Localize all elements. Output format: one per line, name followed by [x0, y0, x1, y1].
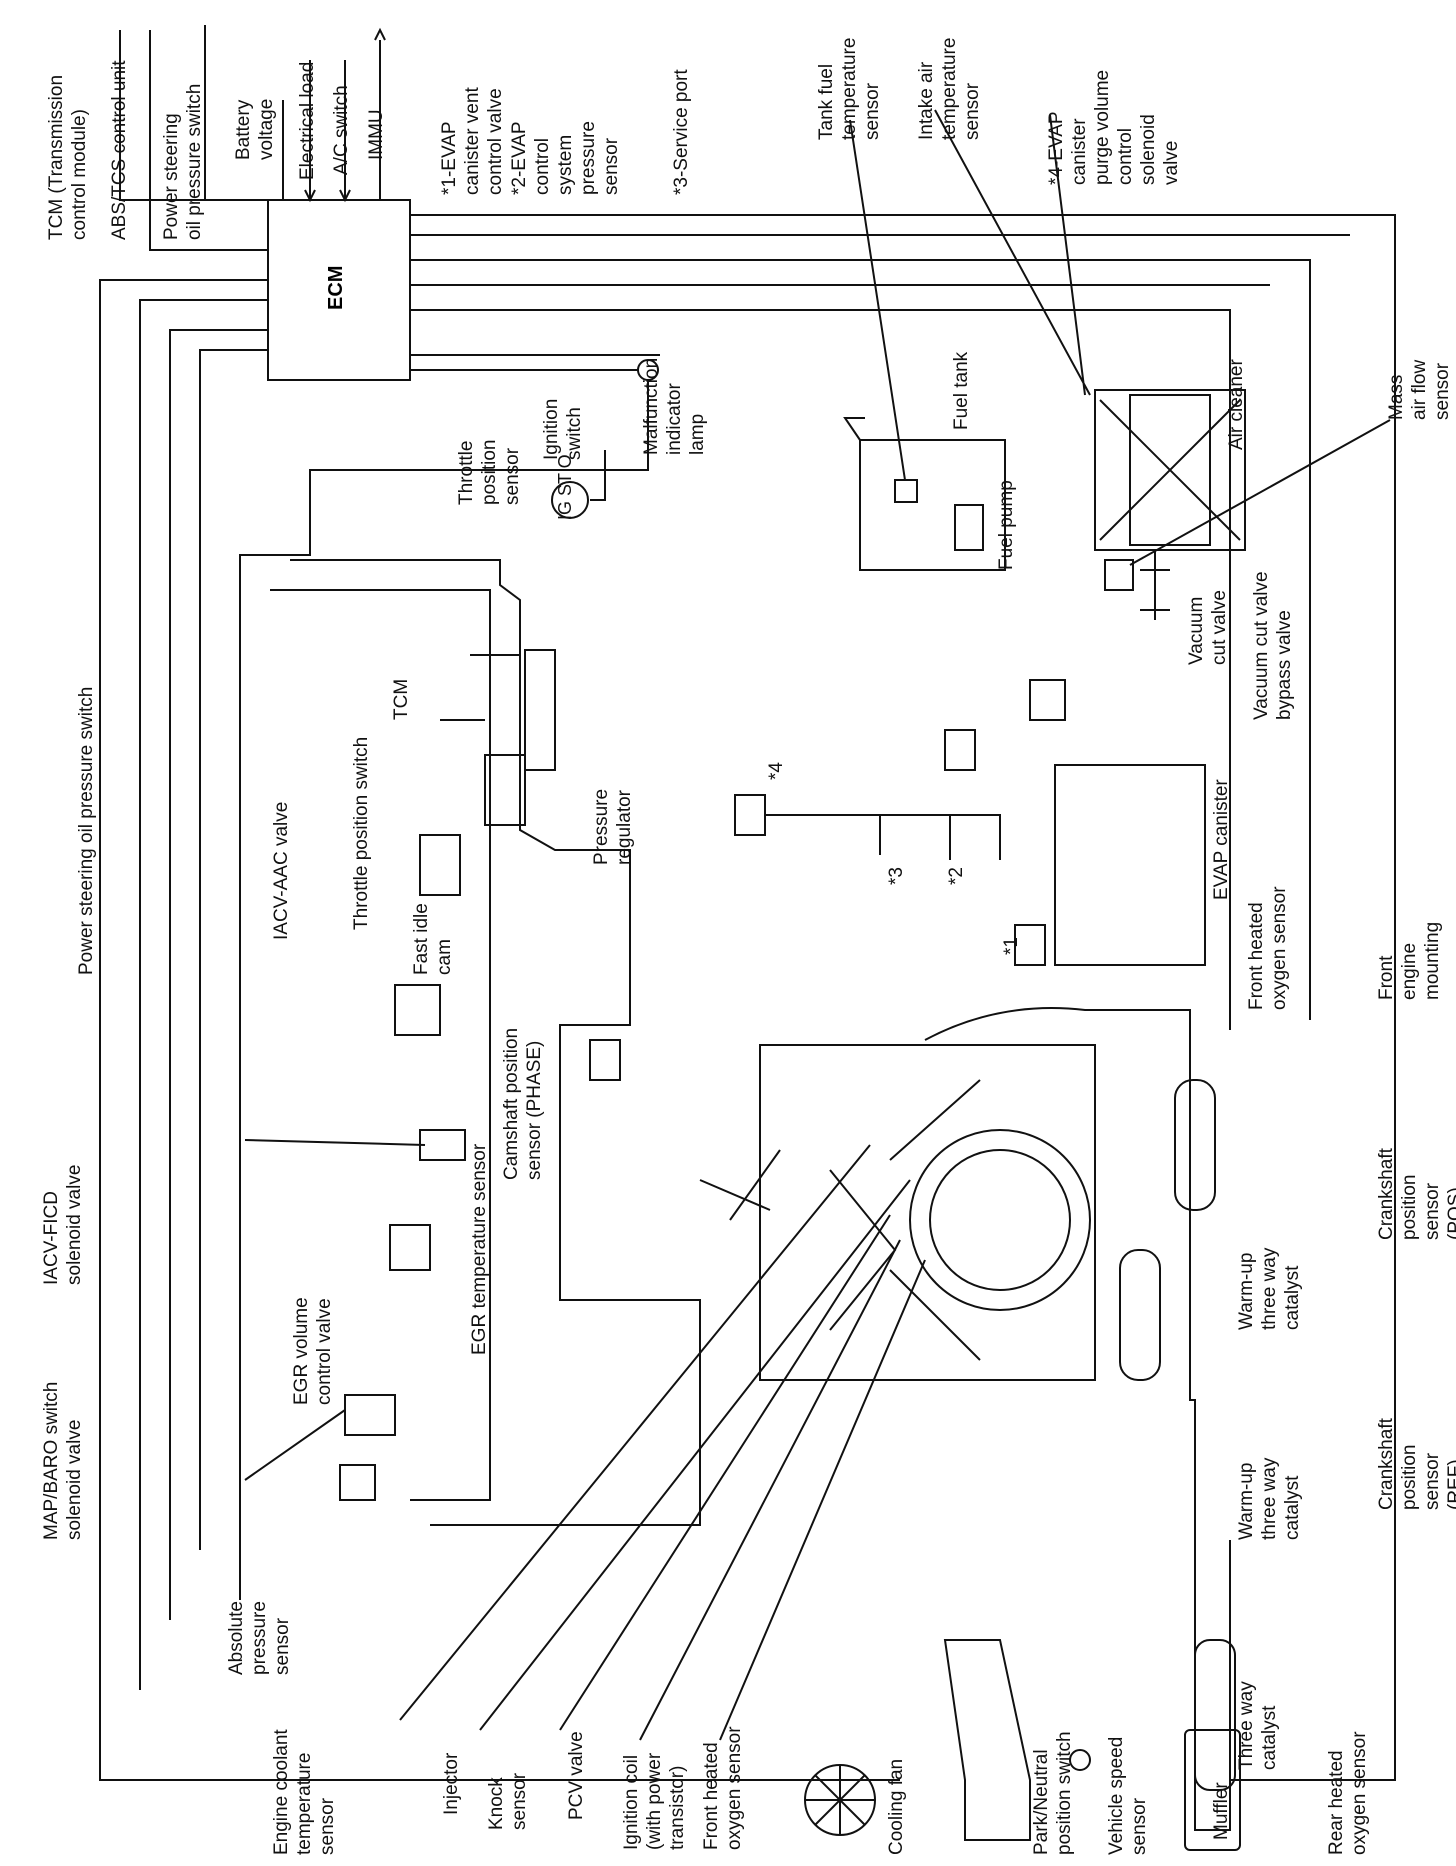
fuel-pump	[954, 504, 984, 551]
iacv-aac-valve	[394, 984, 441, 1036]
fuel-tank-label: Fuel tank	[951, 351, 972, 430]
egr-valve-label: EGR volume control valve	[291, 1297, 335, 1405]
ckp-ref-label: Crankshaft position sensor (REF)	[1376, 1418, 1456, 1510]
tank-fuel-temp-label: Tank fuel temperature sensor	[816, 37, 883, 140]
vacuum-cut-label: Vacuum cut valve	[1186, 590, 1230, 665]
bus-left-1	[99, 279, 900, 1781]
star2-label: *2	[946, 867, 967, 885]
evap-purge-valve	[734, 794, 766, 836]
tcm-line	[119, 30, 268, 201]
front-o2-bottom-label: Front heated oxygen sensor	[701, 1726, 745, 1850]
muffler-box	[1184, 1729, 1241, 1851]
ignition-switch-label: Ignition switch	[541, 398, 585, 460]
evap1-label: *1-EVAP canister vent control valve	[439, 87, 506, 195]
bus-1	[410, 214, 1396, 1781]
star4-label: *4	[766, 762, 787, 780]
map-baro-label: MAP/BARO switch solenoid valve	[41, 1381, 85, 1540]
battery-label: Battery voltage	[233, 98, 277, 160]
ac-switch-label: A/C switch	[331, 85, 352, 175]
crank-circle	[909, 1129, 1091, 1311]
ps-switch-top-label: Power steering oil pressure switch	[161, 83, 205, 240]
evap-canister	[1054, 764, 1206, 966]
warmup1-label: Warm-up three way catalyst	[1236, 1247, 1303, 1330]
egr-temp-label: EGR temperature sensor	[469, 1143, 490, 1355]
cmp-label: Camshaft position sensor (PHASE)	[501, 1027, 545, 1180]
ckp-pos-label: Crankshaft position sensor (POS)	[1376, 1148, 1456, 1240]
ect-label: Engine coolant temperature sensor	[271, 1729, 338, 1855]
ps-switch-left-label: Power steering oil pressure switch	[76, 686, 97, 975]
tcm-label: TCM (Transmission control module)	[46, 74, 90, 240]
star3-label: *3	[886, 867, 907, 885]
bus-left-2	[139, 299, 268, 1690]
vacuum-bypass-label: Vacuum cut valve bypass valve	[1251, 571, 1295, 720]
ecm-box	[267, 199, 411, 381]
maf-sensor	[1104, 559, 1134, 591]
throttle-body	[484, 754, 526, 826]
exhaust-pipe	[924, 1007, 1231, 1831]
engine-block	[759, 1044, 1096, 1381]
air-cleaner-box	[1094, 389, 1246, 551]
three-way-label: Three way catalyst	[1236, 1681, 1280, 1770]
ignition-marks: IG ST O	[555, 454, 575, 520]
maf-label: Mass air flow sensor (Hot film type)	[1386, 349, 1456, 420]
egr-valve	[389, 1224, 431, 1271]
iacv-ficd-label: IACV-FICD solenoid valve	[41, 1164, 85, 1285]
warmup-catalyst-1	[1174, 1079, 1216, 1211]
throttle-switch-label: Throttle position switch	[351, 736, 372, 930]
iacv-aac-label: IACV-AAC valve	[271, 801, 292, 940]
cooling-fan-label: Cooling fan	[886, 1758, 907, 1855]
rear-o2-label: Rear heated oxygen sensor	[1326, 1731, 1370, 1855]
air-cleaner-label: Air cleaner	[1226, 359, 1247, 450]
vss-symbol	[1069, 1749, 1091, 1771]
tcm-small-label: TCM	[391, 678, 412, 720]
canister-vent-valve	[1014, 924, 1046, 966]
bus-left-3	[169, 329, 268, 1620]
knock-label: Knock sensor	[486, 1772, 530, 1830]
fuel-tank-box	[859, 439, 1006, 571]
star1-label: *1	[1001, 937, 1022, 955]
evap2-label: *2-EVAP control system pressure sensor	[509, 121, 622, 195]
vss-label: Vehicle speed sensor	[1106, 1736, 1150, 1855]
injector-label: Injector	[441, 1752, 462, 1815]
vacuum-cut-valve	[1029, 679, 1066, 721]
map-baro-valve	[344, 1394, 396, 1436]
evap3-label: *3-Service port	[671, 69, 692, 195]
front-o2-top-label: Front heated oxygen sensor	[1246, 886, 1290, 1010]
front-mount-label: Front engine mounting	[1376, 921, 1443, 1000]
tps-label: Throttle position sensor	[456, 439, 523, 506]
abs-line	[149, 30, 268, 251]
transmission	[943, 1639, 1031, 1841]
park-neutral-label: Park/Neutral position switch	[1031, 1731, 1075, 1855]
pcv-label: PCV valve	[566, 1731, 587, 1820]
mil-label: Malfunction indicator lamp	[641, 357, 708, 455]
abs-label: ABS/TCS control unit	[109, 60, 130, 240]
bus-3	[410, 259, 1311, 1020]
ecm-label: ECM	[325, 265, 347, 310]
fast-idle-label: Fast idle cam	[411, 903, 455, 975]
elec-load-label: Electrical load	[297, 61, 318, 180]
ign-coil-label: Ignition coil (with power transistor)	[621, 1752, 688, 1850]
muffler-label: Muffler	[1211, 1782, 1232, 1840]
iacv-ficd-valve	[419, 1129, 466, 1161]
evap-canister-label: EVAP canister	[1211, 779, 1232, 900]
bus-left-4	[199, 349, 268, 1550]
absolute-pressure-sensor	[339, 1464, 376, 1501]
ignition-switch-symbol	[551, 481, 589, 519]
bypass-valve	[944, 729, 976, 771]
warmup-catalyst-2	[1119, 1249, 1161, 1381]
fuel-pump-label: Fuel pump	[996, 480, 1017, 570]
three-way-catalyst	[1194, 1639, 1236, 1791]
evap4-label: *4-EVAP canister purge volume control so…	[1046, 69, 1182, 185]
immu-label: IMMU	[366, 109, 387, 160]
pressure-regulator	[589, 1039, 621, 1081]
intake-plenum	[290, 559, 701, 1526]
intake-air-temp-label: Intake air temperature sensor	[916, 37, 983, 140]
warmup2-label: Warm-up three way catalyst	[1236, 1457, 1303, 1540]
abs-pressure-label: Absolute pressure sensor	[226, 1601, 293, 1675]
tank-temp-sensor	[894, 479, 918, 503]
bus-5	[410, 309, 1231, 1030]
pressure-regulator-label: Pressure regulator	[591, 788, 635, 865]
